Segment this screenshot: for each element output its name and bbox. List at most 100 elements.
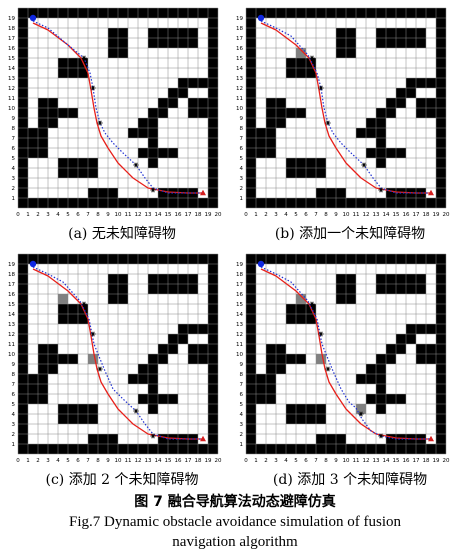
obstacle-cell: [376, 38, 386, 48]
obstacle-cell: [386, 38, 396, 48]
x-tick-label: 15: [393, 458, 400, 464]
obstacle-cell: [366, 394, 376, 404]
waypoint-marker: [97, 120, 103, 126]
obstacle-cell: [198, 354, 208, 364]
y-tick-label: 11: [236, 96, 243, 102]
obstacle-cell: [306, 414, 316, 424]
obstacle-cell: [208, 198, 218, 208]
obstacle-cell: [188, 38, 198, 48]
x-tick-label: 1: [26, 212, 30, 218]
obstacle-cell: [58, 168, 68, 178]
obstacle-cell: [128, 444, 138, 454]
obstacle-cell: [426, 354, 436, 364]
obstacle-cell: [376, 284, 386, 294]
obstacle-cell: [118, 254, 128, 264]
y-tick-label: 2: [12, 186, 16, 192]
obstacle-cell: [346, 254, 356, 264]
obstacle-cell: [316, 168, 326, 178]
obstacle-cell: [266, 108, 276, 118]
obstacle-cell: [246, 394, 256, 404]
obstacle-cell: [78, 198, 88, 208]
obstacle-cell: [386, 198, 396, 208]
waypoint-marker: [309, 301, 315, 307]
obstacle-cell: [188, 8, 198, 18]
obstacle-cell: [286, 314, 296, 324]
obstacle-cell: [178, 444, 188, 454]
obstacle-cell: [416, 444, 426, 454]
obstacle-cell: [436, 148, 446, 158]
x-tick-label: 4: [56, 212, 60, 218]
obstacle-cell: [208, 58, 218, 68]
x-tick-label: 13: [373, 458, 380, 464]
obstacle-cell: [336, 188, 346, 198]
obstacle-cell: [416, 108, 426, 118]
obstacle-cell: [266, 374, 276, 384]
obstacle-cell: [18, 18, 28, 28]
obstacle-cell: [436, 434, 446, 444]
obstacle-cell: [158, 354, 168, 364]
y-tick-label: 15: [8, 56, 15, 62]
caption-en-line2: navigation algorithm: [172, 534, 298, 550]
obstacle-cell: [436, 384, 446, 394]
x-tick-label: 10: [115, 212, 122, 218]
x-tick-label: 11: [125, 212, 132, 218]
obstacle-cell: [78, 254, 88, 264]
obstacle-cell: [296, 58, 306, 68]
waypoint-marker: [97, 366, 103, 372]
obstacle-cell: [266, 98, 276, 108]
y-tick-label: 17: [8, 282, 15, 288]
obstacle-cell: [208, 394, 218, 404]
obstacle-cell: [266, 118, 276, 128]
obstacle-cell: [296, 414, 306, 424]
obstacle-cell: [148, 404, 158, 414]
obstacle-cell: [18, 284, 28, 294]
y-tick-label: 3: [12, 176, 16, 182]
obstacle-cell: [58, 404, 68, 414]
obstacle-cell: [98, 188, 108, 198]
x-tick-label: 9: [334, 458, 338, 464]
obstacle-cell: [436, 38, 446, 48]
obstacle-cell: [168, 188, 178, 198]
obstacle-cell: [18, 78, 28, 88]
subcaption-b: (b) 添加一个未知障碍物: [274, 226, 426, 242]
x-tick-label: 13: [373, 212, 380, 218]
x-tick-label: 7: [314, 212, 318, 218]
obstacle-cell: [386, 344, 396, 354]
x-tick-label: 19: [205, 458, 212, 464]
obstacle-cell: [266, 394, 276, 404]
obstacle-cell: [18, 148, 28, 158]
obstacle-cell: [286, 108, 296, 118]
obstacle-cell: [178, 88, 188, 98]
obstacle-cell: [256, 198, 266, 208]
obstacle-cell: [386, 434, 396, 444]
obstacle-cell: [246, 264, 256, 274]
obstacle-cell: [366, 198, 376, 208]
obstacle-cell: [18, 28, 28, 38]
y-tick-label: 3: [12, 422, 16, 428]
y-tick-label: 17: [8, 36, 15, 42]
obstacle-cell: [396, 394, 406, 404]
y-tick-label: 12: [8, 86, 15, 92]
obstacle-cell: [18, 58, 28, 68]
y-tick-label: 8: [240, 126, 244, 132]
global-path-line: [260, 22, 431, 194]
obstacle-cell: [316, 254, 326, 264]
obstacle-cell: [88, 254, 98, 264]
obstacle-cell: [436, 424, 446, 434]
obstacle-cell: [266, 8, 276, 18]
obstacle-cell: [316, 8, 326, 18]
y-tick-label: 9: [240, 116, 244, 122]
x-tick-label: 5: [66, 458, 70, 464]
y-tick-label: 19: [8, 262, 15, 268]
goal-point: [200, 189, 206, 196]
waypoint-stroke: [310, 301, 314, 307]
obstacle-cell: [18, 264, 28, 274]
x-tick-label: 4: [284, 458, 288, 464]
obstacle-cell: [376, 148, 386, 158]
obstacle-cell: [336, 274, 346, 284]
obstacle-cell: [28, 254, 38, 264]
y-tick-label: 18: [236, 272, 243, 278]
obstacle-cell: [208, 364, 218, 374]
obstacle-cell: [246, 324, 256, 334]
